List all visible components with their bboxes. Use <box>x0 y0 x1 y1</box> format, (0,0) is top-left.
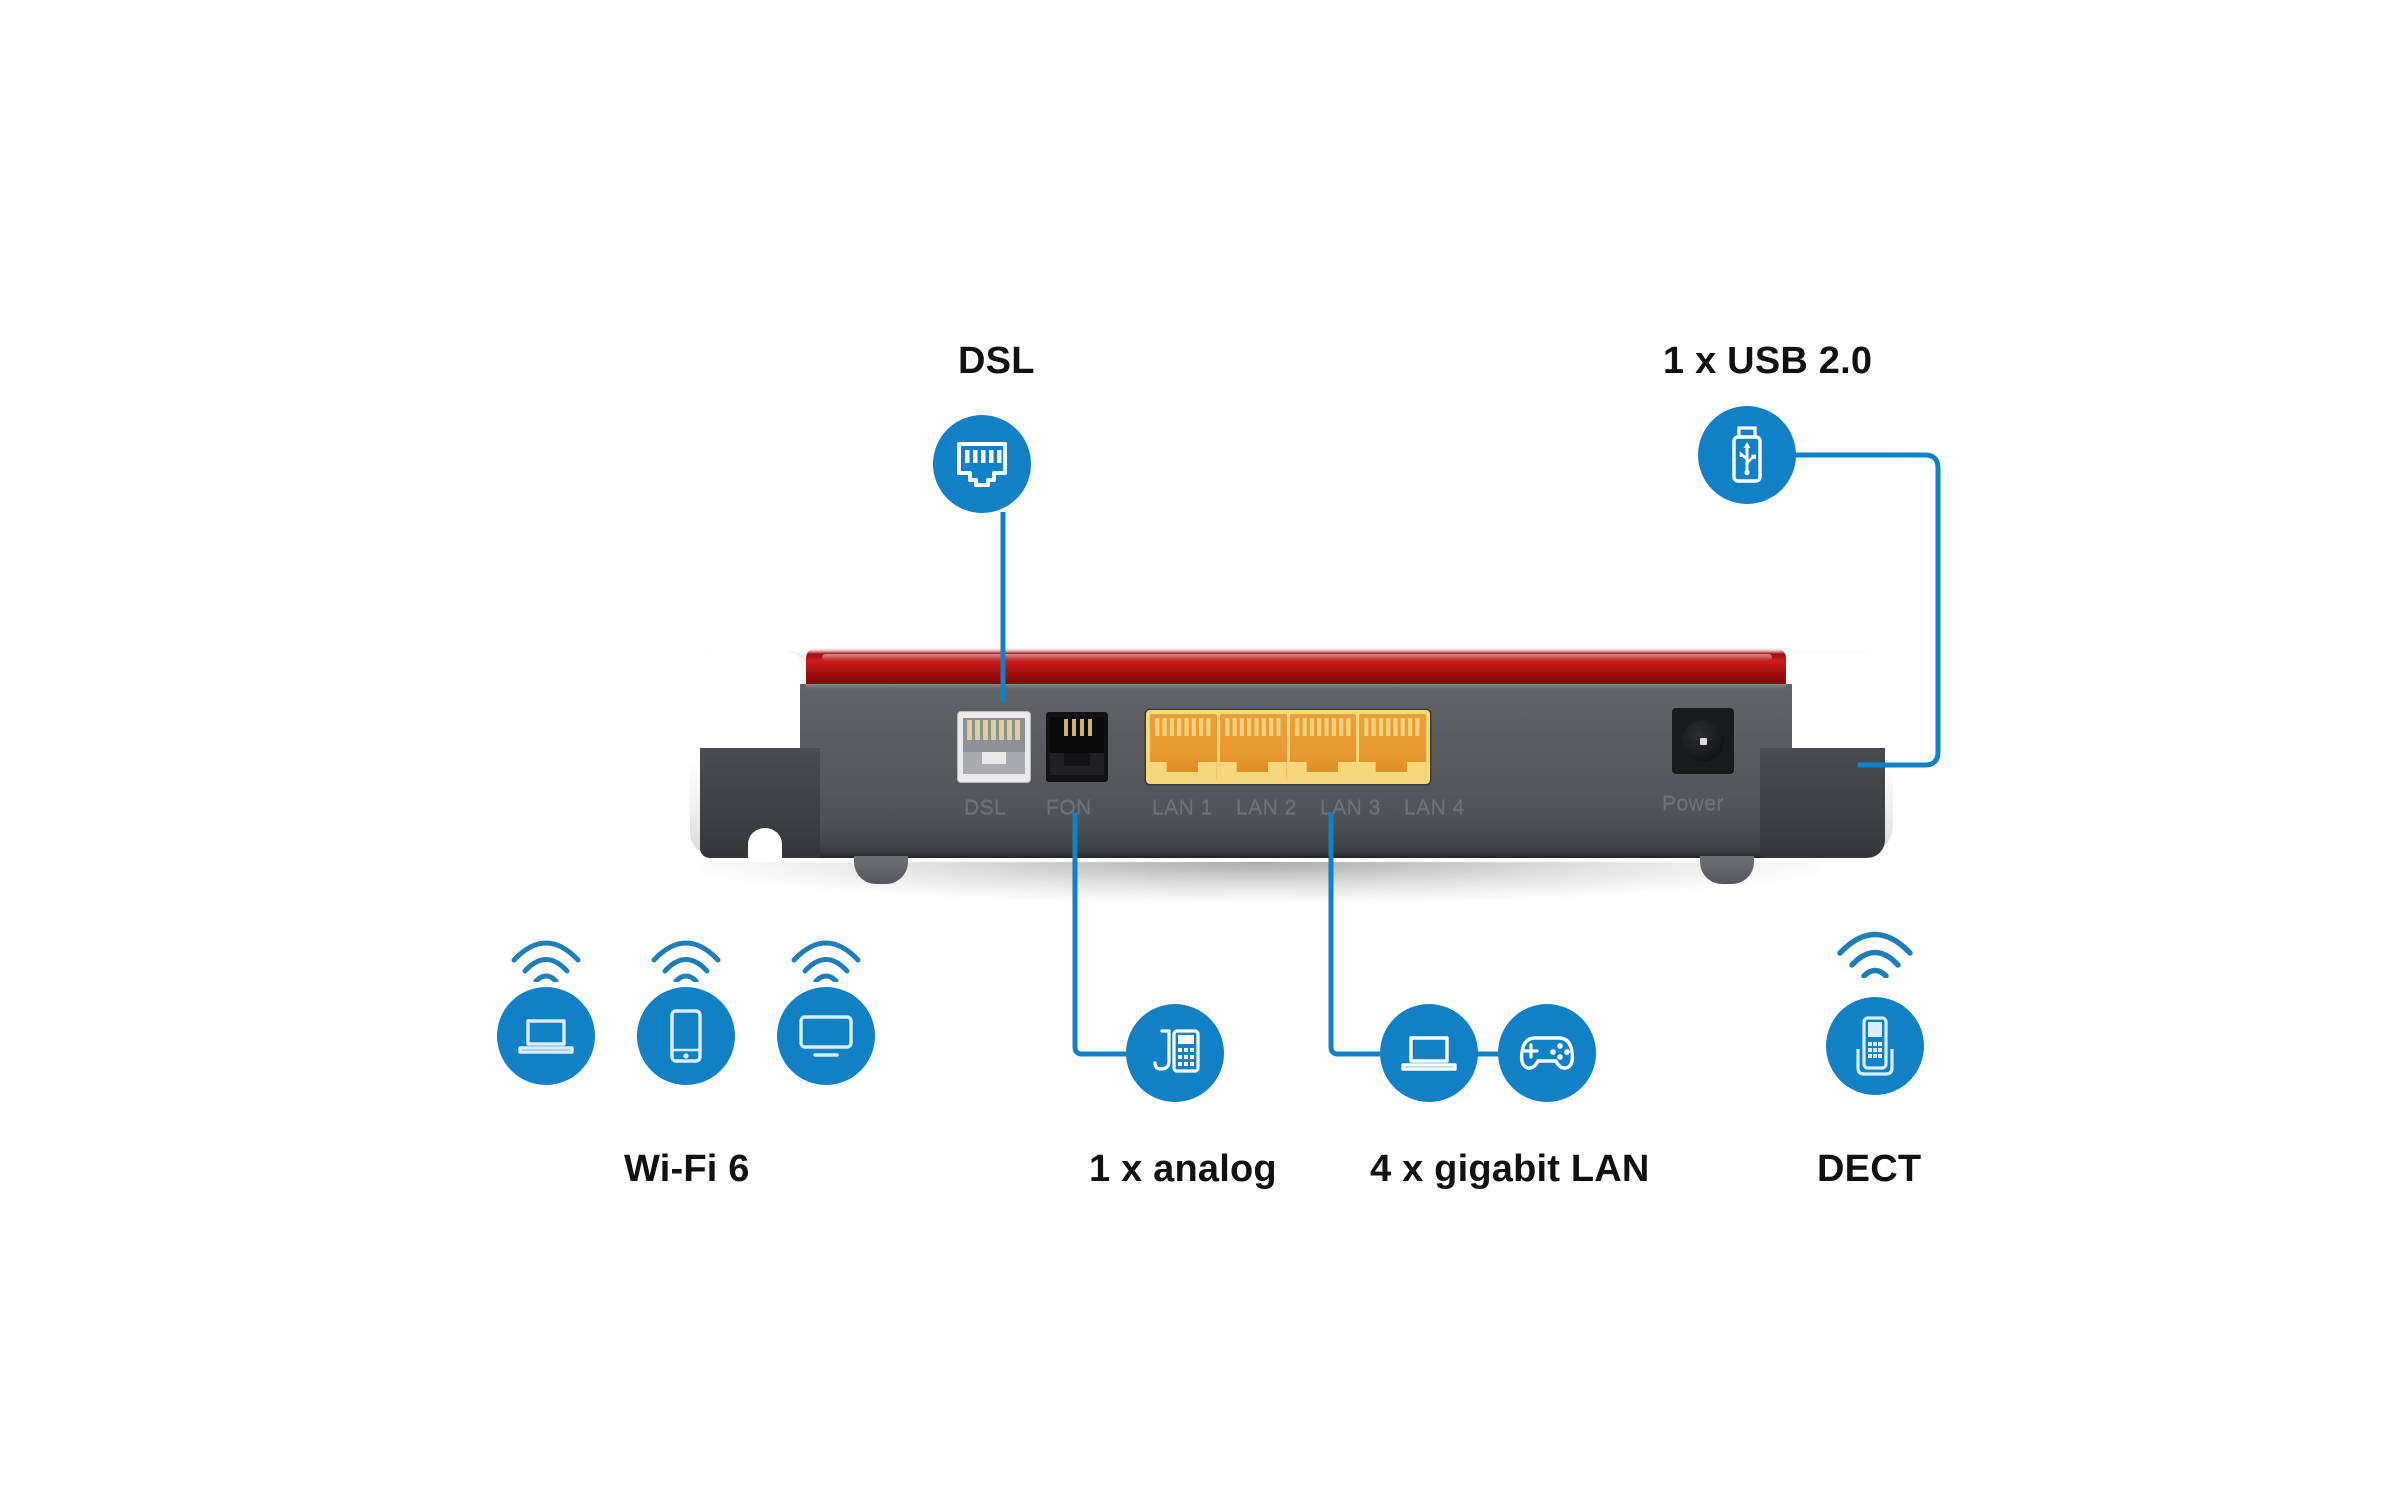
router-body-highlight <box>806 684 1786 689</box>
callout-label-usb: 1 x USB 2.0 <box>1663 340 1873 382</box>
badge-wifi-monitor[interactable] <box>777 987 875 1085</box>
lan-port-1 <box>1150 714 1217 780</box>
badge-dect-handset[interactable] <box>1826 997 1924 1095</box>
laptop-icon <box>1400 1032 1458 1074</box>
callout-label-wifi6: Wi-Fi 6 <box>624 1148 750 1190</box>
port-label-lan1: LAN 1 <box>1152 796 1213 819</box>
cordless-handset-icon <box>1853 1015 1897 1077</box>
power-connector-ring <box>1682 720 1724 762</box>
smartphone-icon <box>668 1008 704 1064</box>
gamepad-icon <box>1518 1032 1576 1074</box>
lan-port-2 <box>1219 714 1287 780</box>
wifi-arc-monitor <box>788 930 864 987</box>
port-label-power: Power <box>1662 792 1725 815</box>
power-center-pin <box>1699 737 1707 745</box>
router-skirt-notch <box>748 828 782 860</box>
badge-lan-laptop[interactable] <box>1380 1004 1478 1102</box>
rj45-jack-icon <box>956 440 1008 488</box>
badge-wifi-smartphone[interactable] <box>637 987 735 1085</box>
callout-label-analog: 1 x analog <box>1089 1148 1277 1190</box>
wifi-arc-phone <box>648 930 724 987</box>
port-label-lan2: LAN 2 <box>1236 796 1297 819</box>
port-label-fon: FON <box>1046 796 1092 819</box>
lan-port-4 <box>1359 714 1426 780</box>
power-port <box>1672 708 1734 774</box>
laptop-icon <box>517 1015 575 1057</box>
wifi-arc-dect <box>1833 920 1917 983</box>
router-red-strip-sheen <box>822 654 1772 661</box>
badge-lan-gamepad[interactable] <box>1498 1004 1596 1102</box>
router-right-skirt <box>1760 748 1885 858</box>
lan-port-block <box>1146 710 1430 784</box>
port-label-lan3: LAN 3 <box>1320 796 1381 819</box>
badge-wifi-laptop[interactable] <box>497 987 595 1085</box>
callout-label-dect: DECT <box>1817 1148 1922 1190</box>
callout-label-lan: 4 x gigabit LAN <box>1370 1148 1650 1190</box>
badge-dsl[interactable] <box>933 415 1031 513</box>
callout-label-dsl: DSL <box>958 340 1035 382</box>
router-foot-right <box>1700 856 1754 884</box>
wifi-arc-laptop <box>508 930 584 987</box>
monitor-icon <box>797 1013 855 1059</box>
desk-phone-icon <box>1148 1027 1202 1079</box>
badge-usb[interactable] <box>1698 406 1796 504</box>
badge-analog-phone[interactable] <box>1126 1004 1224 1102</box>
usb-stick-icon <box>1726 426 1768 484</box>
fon-port <box>1046 712 1108 782</box>
port-label-dsl: DSL <box>964 796 1007 819</box>
port-label-lan4: LAN 4 <box>1404 796 1465 819</box>
dsl-port <box>958 712 1030 782</box>
router-foot-left <box>854 856 908 884</box>
lan-port-3 <box>1289 714 1357 780</box>
